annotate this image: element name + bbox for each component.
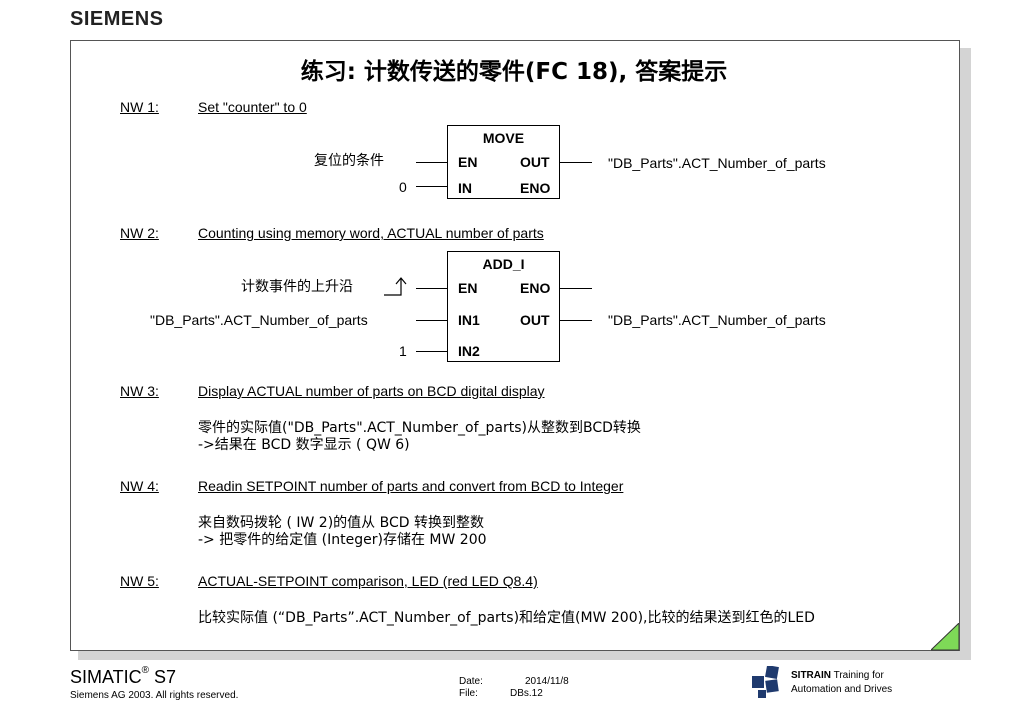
move-en-wire xyxy=(416,162,447,163)
add-out-pin: OUT xyxy=(520,312,550,328)
nw4-label: NW 4: xyxy=(120,478,159,494)
rising-edge-icon xyxy=(384,277,407,296)
move-in-wire xyxy=(416,186,447,187)
add-in1-value: "DB_Parts".ACT_Number_of_parts xyxy=(150,312,368,328)
move-en-pin: EN xyxy=(458,154,478,170)
add-in1-wire xyxy=(416,320,447,321)
move-block xyxy=(447,125,560,199)
slide-title: 练习: 计数传送的零件(FC 18), 答案提示 xyxy=(300,59,728,85)
nw4-line2: -> 把零件的给定值 (Integer)存储在 MW 200 xyxy=(198,532,487,548)
move-in-pin: IN xyxy=(458,180,472,196)
sitrain-brand: SITRAIN xyxy=(791,670,831,681)
sitrain-line2: Automation and Drives xyxy=(791,684,893,695)
move-eno-pin: ENO xyxy=(520,180,551,196)
file-label: File: xyxy=(459,688,478,699)
add-eno-pin: ENO xyxy=(520,280,551,296)
add-en-pin: EN xyxy=(458,280,478,296)
add-eno-wire xyxy=(559,288,592,289)
nw5-label: NW 5: xyxy=(120,573,159,589)
nw2-label: NW 2: xyxy=(120,225,159,241)
file-value: DBs.12 xyxy=(510,688,543,699)
add-in2-wire xyxy=(416,351,447,352)
sitrain-logo-icon xyxy=(752,666,779,698)
product-name-text: SIMATIC xyxy=(70,667,142,687)
add-in1-pin: IN1 xyxy=(458,312,480,328)
date-label: Date: xyxy=(459,676,483,687)
nw4-heading: Readin SETPOINT number of parts and conv… xyxy=(198,478,624,494)
nw3-label: NW 3: xyxy=(120,383,159,399)
product-suffix: S7 xyxy=(149,667,177,687)
nw5-line1: 比较实际值 (“DB_Parts”.ACT_Number_of_parts)和给… xyxy=(198,610,815,626)
nw2-heading: Counting using memory word, ACTUAL numbe… xyxy=(198,225,544,241)
move-en-input: 复位的条件 xyxy=(314,153,384,169)
add-en-input: 计数事件的上升沿 xyxy=(241,279,353,295)
date-value: 2014/11/8 xyxy=(525,676,569,687)
move-out-pin: OUT xyxy=(520,154,550,170)
siemens-logo: SIEMENS xyxy=(70,8,164,30)
nw3-line2: ->结果在 BCD 数字显示 ( QW 6) xyxy=(198,437,410,453)
nw3-line1: 零件的实际值("DB_Parts".ACT_Number_of_parts)从整… xyxy=(198,420,641,436)
add-in2-pin: IN2 xyxy=(458,343,480,359)
product-name: SIMATIC® S7 xyxy=(70,665,177,688)
nw3-heading: Display ACTUAL number of parts on BCD di… xyxy=(198,383,545,399)
copyright: Siemens AG 2003. All rights reserved. xyxy=(70,690,239,701)
move-block-name: MOVE xyxy=(482,130,525,146)
add-in2-value: 1 xyxy=(399,343,407,359)
add-block xyxy=(447,251,560,362)
sitrain-line1: SITRAIN Training for xyxy=(791,670,884,681)
add-out-value: "DB_Parts".ACT_Number_of_parts xyxy=(608,312,826,328)
move-out-wire xyxy=(559,162,592,163)
move-out-value: "DB_Parts".ACT_Number_of_parts xyxy=(608,155,826,171)
add-en-wire xyxy=(416,288,447,289)
nw4-line1: 来自数码拨轮 ( IW 2)的值从 BCD 转换到整数 xyxy=(198,515,484,531)
page-curl-icon xyxy=(931,623,959,651)
nw5-heading: ACTUAL-SETPOINT comparison, LED (red LED… xyxy=(198,573,538,589)
add-block-name: ADD_I xyxy=(482,256,525,272)
registered-mark: ® xyxy=(141,665,150,676)
sitrain-training: Training for xyxy=(831,670,884,681)
add-out-wire xyxy=(559,320,592,321)
move-in-value: 0 xyxy=(399,179,407,195)
nw1-label: NW 1: xyxy=(120,99,159,115)
nw1-heading: Set "counter" to 0 xyxy=(198,99,307,115)
